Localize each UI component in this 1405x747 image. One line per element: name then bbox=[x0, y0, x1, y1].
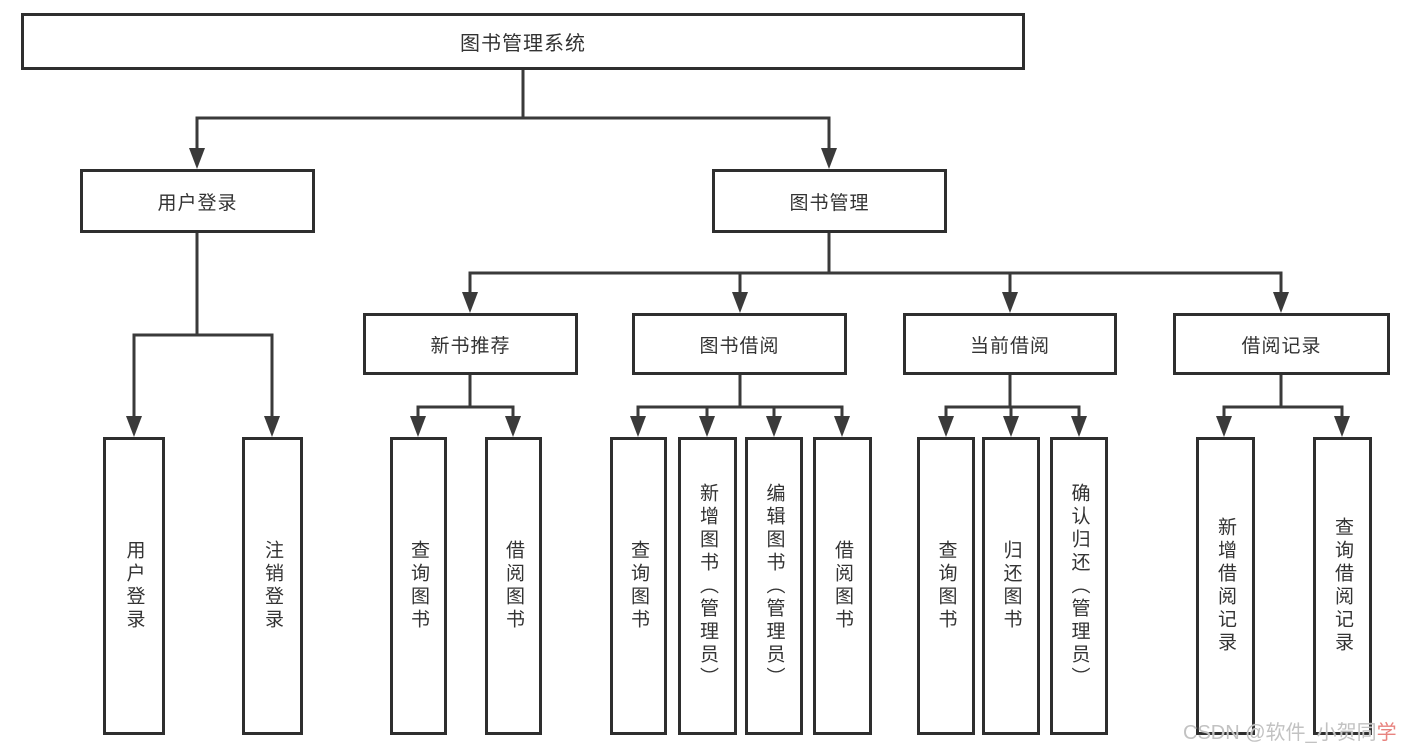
leaf-logout: 注销登录 bbox=[242, 437, 303, 735]
node-current-borrowing: 当前借阅 bbox=[903, 313, 1117, 375]
leaf-edit-books-admin: 编辑图书（管理员） bbox=[745, 437, 803, 735]
leaf-add-books-admin: 新增图书（管理员） bbox=[678, 437, 737, 735]
leaf-return-books: 归还图书 bbox=[982, 437, 1040, 735]
node-library-management-system: 图书管理系统 bbox=[21, 13, 1025, 70]
node-user-login: 用户登录 bbox=[80, 169, 315, 233]
node-book-borrowing: 图书借阅 bbox=[632, 313, 847, 375]
csdn-watermark-accent: 学 bbox=[1376, 722, 1397, 744]
leaf-query-books-borrow: 查询图书 bbox=[610, 437, 667, 735]
node-borrowing-records: 借阅记录 bbox=[1173, 313, 1390, 375]
leaf-query-books-recommend: 查询图书 bbox=[390, 437, 447, 735]
csdn-watermark-text: CSDN @软件_小贺同 bbox=[1183, 722, 1377, 744]
leaf-query-borrow-record: 查询借阅记录 bbox=[1313, 437, 1372, 735]
leaf-user-login: 用户登录 bbox=[103, 437, 165, 735]
node-book-management: 图书管理 bbox=[712, 169, 947, 233]
node-new-book-recommend: 新书推荐 bbox=[363, 313, 578, 375]
leaf-query-books-current: 查询图书 bbox=[917, 437, 975, 735]
csdn-watermark: CSDN @软件_小贺同学 bbox=[1183, 716, 1397, 745]
leaf-borrow-books-recommend: 借阅图书 bbox=[485, 437, 542, 735]
leaf-borrow-books: 借阅图书 bbox=[813, 437, 872, 735]
leaf-confirm-return-admin: 确认归还（管理员） bbox=[1050, 437, 1108, 735]
leaf-add-borrow-record: 新增借阅记录 bbox=[1196, 437, 1255, 735]
